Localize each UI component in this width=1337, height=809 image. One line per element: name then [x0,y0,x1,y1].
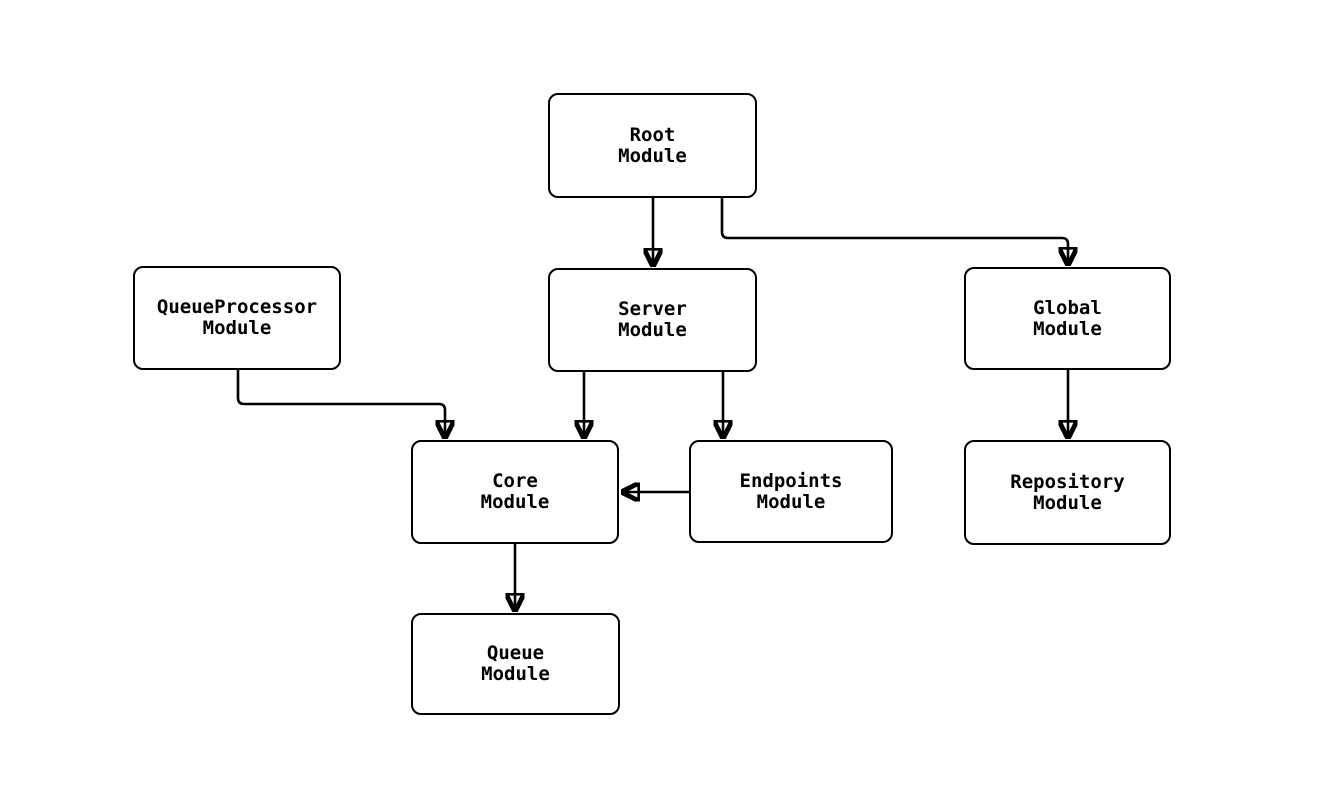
node-queueprocessor-module-label: QueueProcessor Module [156,296,318,339]
node-endpoints-module: Endpoints Module [689,440,893,543]
node-repository-module: Repository Module [964,440,1171,545]
node-root-module: Root Module [548,93,757,198]
node-repository-module-label: Repository Module [1010,470,1125,514]
node-queue-module-label: Queue Module [481,642,550,685]
edge-root-global [720,198,1068,265]
node-server-module: Server Module [548,268,757,372]
node-server-module-label: Server Module [618,298,687,341]
edge-queueprocessor-core [236,370,445,438]
node-global-module: Global Module [964,267,1171,370]
node-global-module-label: Global Module [1033,296,1102,340]
node-queue-module: Queue Module [411,613,620,715]
node-queueprocessor-module: QueueProcessor Module [133,266,341,370]
node-endpoints-module-label: Endpoints Module [739,469,843,513]
node-root-module-label: Root Module [618,123,687,167]
node-core-module-label: Core Module [480,470,550,513]
node-core-module: Core Module [411,440,619,544]
